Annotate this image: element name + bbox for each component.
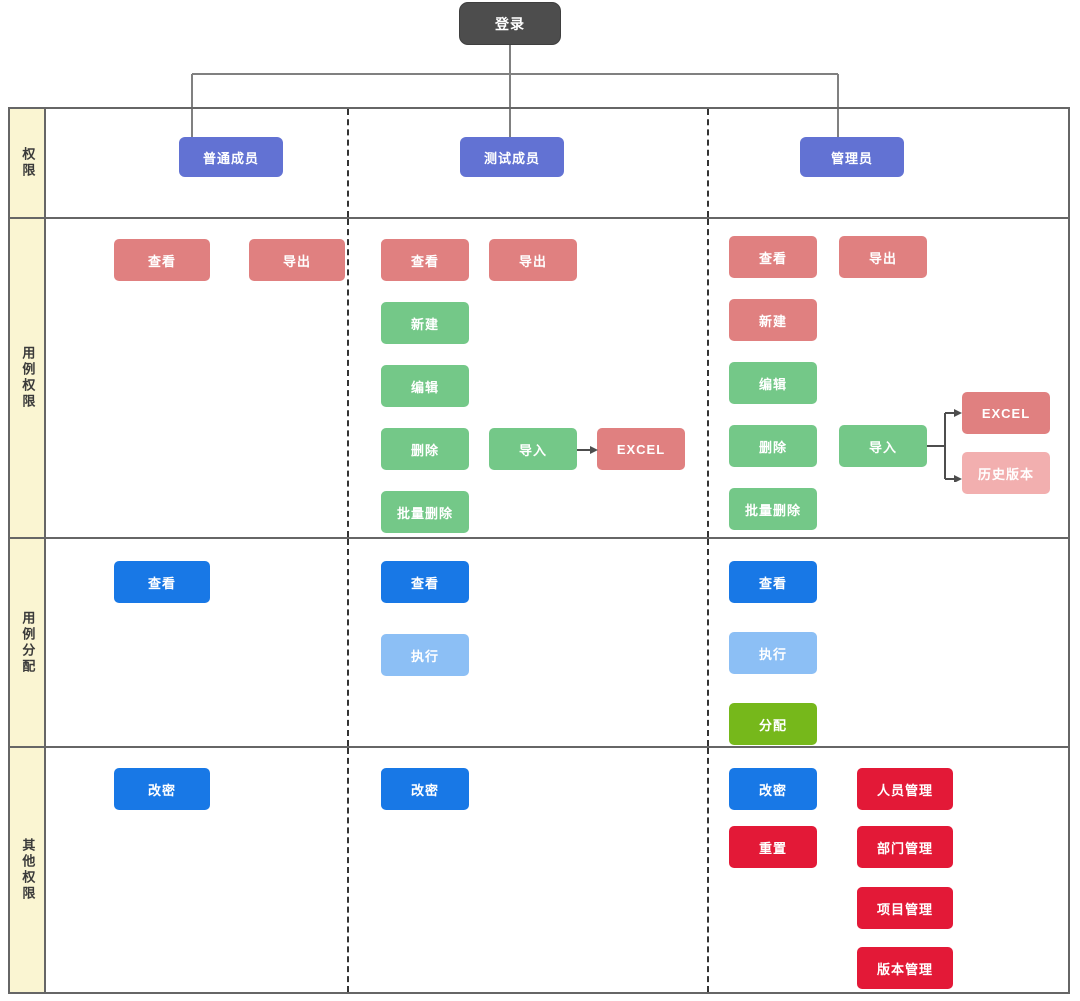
chip-version-management[interactable]: 版本管理 bbox=[857, 947, 953, 989]
cell-permission-admin: 管理员 bbox=[707, 109, 1070, 217]
chip-assign[interactable]: 分配 bbox=[729, 703, 817, 745]
chip-project-management[interactable]: 项目管理 bbox=[857, 887, 953, 929]
cell-case-assignment-tester: 查看 执行 bbox=[347, 539, 707, 746]
row-label-other-permission: 其他权限 bbox=[10, 748, 46, 992]
chip-delete[interactable]: 删除 bbox=[729, 425, 817, 467]
chip-delete[interactable]: 删除 bbox=[381, 428, 469, 470]
chip-edit[interactable]: 编辑 bbox=[381, 365, 469, 407]
chip-import[interactable]: 导入 bbox=[839, 425, 927, 467]
node-login[interactable]: 登录 bbox=[459, 2, 561, 45]
role-node-admin[interactable]: 管理员 bbox=[800, 137, 904, 177]
row-label-case-permission: 用例权限 bbox=[10, 219, 46, 537]
chip-batch-delete[interactable]: 批量删除 bbox=[381, 491, 469, 533]
row-label-permission: 权限 bbox=[10, 109, 46, 217]
chip-batch-delete[interactable]: 批量删除 bbox=[729, 488, 817, 530]
row-label-case-assignment: 用例分配 bbox=[10, 539, 46, 746]
chip-view[interactable]: 查看 bbox=[114, 239, 210, 281]
cell-case-assignment-admin: 查看 执行 分配 bbox=[707, 539, 1070, 746]
chip-create[interactable]: 新建 bbox=[381, 302, 469, 344]
arrow-import-to-excel bbox=[577, 446, 598, 454]
cell-other-permission-tester: 改密 bbox=[347, 748, 707, 992]
row-permission: 权限 普通成员 测试成员 管理员 bbox=[10, 109, 1068, 219]
chip-history-version[interactable]: 历史版本 bbox=[962, 452, 1050, 494]
role-node-member[interactable]: 普通成员 bbox=[179, 137, 283, 177]
row-case-assignment: 用例分配 查看 查看 执行 查看 执行 分配 bbox=[10, 539, 1068, 748]
chip-execute[interactable]: 执行 bbox=[729, 632, 817, 674]
chip-export[interactable]: 导出 bbox=[249, 239, 345, 281]
chip-change-password[interactable]: 改密 bbox=[381, 768, 469, 810]
chip-department-management[interactable]: 部门管理 bbox=[857, 826, 953, 868]
chip-excel[interactable]: EXCEL bbox=[962, 392, 1050, 434]
chip-change-password[interactable]: 改密 bbox=[729, 768, 817, 810]
cell-other-permission-member: 改密 bbox=[46, 748, 347, 992]
chip-staff-management[interactable]: 人员管理 bbox=[857, 768, 953, 810]
cell-case-permission-member: 查看 导出 bbox=[46, 219, 347, 537]
chip-view[interactable]: 查看 bbox=[114, 561, 210, 603]
row-other-permission: 其他权限 改密 改密 改密 重置 人员管理 部门管理 项目管理 版本管理 bbox=[10, 748, 1068, 992]
cell-case-assignment-member: 查看 bbox=[46, 539, 347, 746]
chip-edit[interactable]: 编辑 bbox=[729, 362, 817, 404]
arrow-import-branch bbox=[927, 409, 962, 482]
cell-other-permission-admin: 改密 重置 人员管理 部门管理 项目管理 版本管理 bbox=[707, 748, 1070, 992]
chip-export[interactable]: 导出 bbox=[839, 236, 927, 278]
cell-permission-tester: 测试成员 bbox=[347, 109, 707, 217]
role-node-tester[interactable]: 测试成员 bbox=[460, 137, 564, 177]
chip-create[interactable]: 新建 bbox=[729, 299, 817, 341]
row-case-permission: 用例权限 查看 导出 查看 导出 新建 编辑 删除 批量删除 导入 EXCEL bbox=[10, 219, 1068, 539]
chip-view[interactable]: 查看 bbox=[729, 561, 817, 603]
chip-change-password[interactable]: 改密 bbox=[114, 768, 210, 810]
cell-case-permission-admin: 查看 导出 新建 编辑 删除 批量删除 导入 EXCEL 历史版本 bbox=[707, 219, 1070, 537]
chip-reset[interactable]: 重置 bbox=[729, 826, 817, 868]
chip-view[interactable]: 查看 bbox=[381, 239, 469, 281]
chip-view[interactable]: 查看 bbox=[729, 236, 817, 278]
chip-execute[interactable]: 执行 bbox=[381, 634, 469, 676]
chip-import[interactable]: 导入 bbox=[489, 428, 577, 470]
chip-excel[interactable]: EXCEL bbox=[597, 428, 685, 470]
cell-permission-member: 普通成员 bbox=[46, 109, 347, 217]
cell-case-permission-tester: 查看 导出 新建 编辑 删除 批量删除 导入 EXCEL bbox=[347, 219, 707, 537]
chip-export[interactable]: 导出 bbox=[489, 239, 577, 281]
permission-matrix: 权限 普通成员 测试成员 管理员 用例权限 bbox=[8, 107, 1070, 994]
chip-view[interactable]: 查看 bbox=[381, 561, 469, 603]
